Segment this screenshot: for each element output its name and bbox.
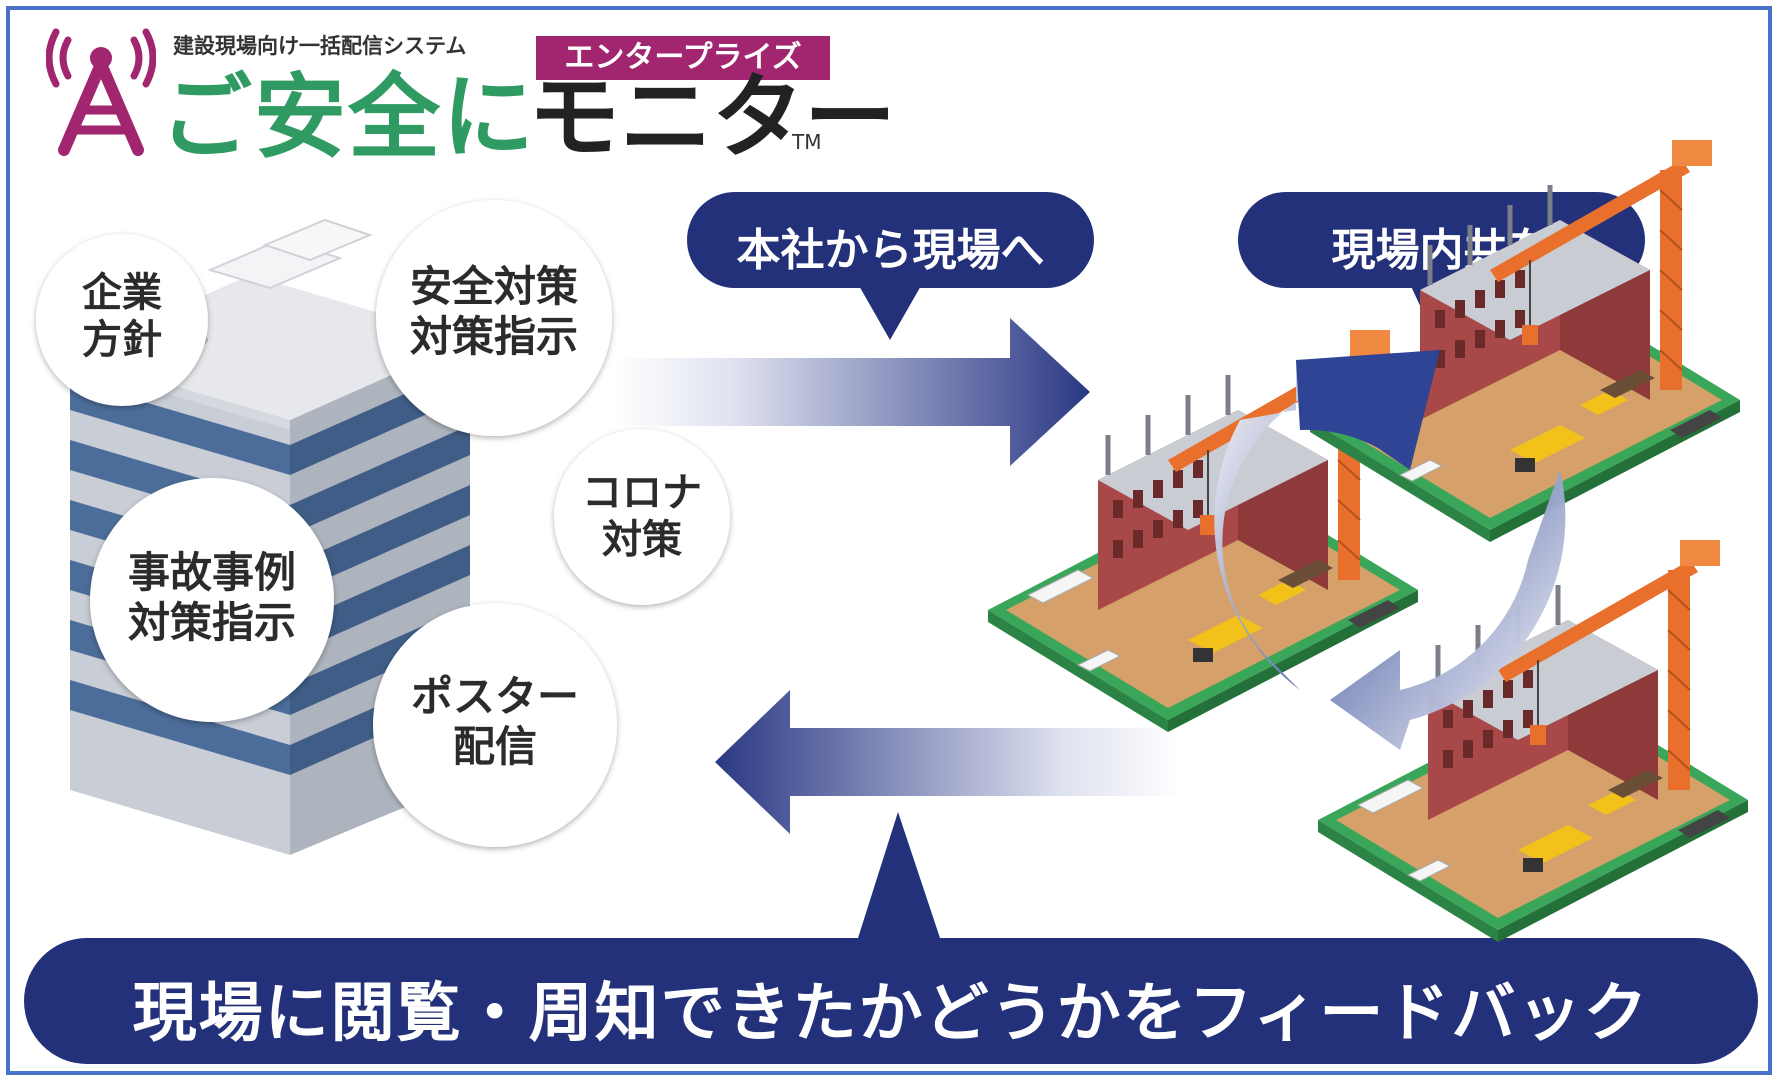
- logo-name-dark: モニター: [528, 64, 897, 171]
- feedback-banner-pointer: [858, 812, 940, 938]
- bubble-corporate-policy: [36, 234, 208, 406]
- bubble-label-corporate-policy: 企業方針: [82, 270, 162, 364]
- callout-hq-to-site-label: 本社から現場へ: [736, 225, 1045, 276]
- callout-hq-to-site-pointer: [858, 284, 922, 340]
- feedback-banner-bg: [24, 938, 1758, 1064]
- trademark-mark: TM: [792, 130, 822, 154]
- bubble-accident-cases: [90, 478, 334, 722]
- edition-badge: エンタープライズ: [536, 36, 830, 80]
- logo-name-green: ご安全に: [160, 64, 537, 171]
- bubble-poster: [373, 603, 617, 847]
- bubble-label-safety-measures: 安全対策対策指示: [409, 262, 578, 361]
- cycle-arrow-right-icon: [1330, 470, 1566, 750]
- bubble-safety-measures: [376, 200, 612, 436]
- feedback-banner-label: 現場に閲覧・周知できたかどうかをフィードバック: [132, 977, 1650, 1051]
- cycle-arrowhead-top-icon: [1296, 350, 1440, 470]
- logo-subtitle: 建設現場向け一括配信システム: [173, 34, 467, 58]
- callout-hq-to-site: [687, 192, 1094, 288]
- bubble-label-poster: ポスター配信: [410, 672, 579, 771]
- arrow-hq-to-site: [615, 318, 1090, 466]
- bubble-corona: [554, 429, 730, 605]
- bubble-label-corona: コロナ対策: [582, 470, 702, 564]
- arrow-site-to-hq: [715, 690, 1180, 834]
- bubble-label-accident-cases: 事故事例対策指示: [127, 548, 296, 647]
- antenna-tower-icon: [46, 28, 156, 156]
